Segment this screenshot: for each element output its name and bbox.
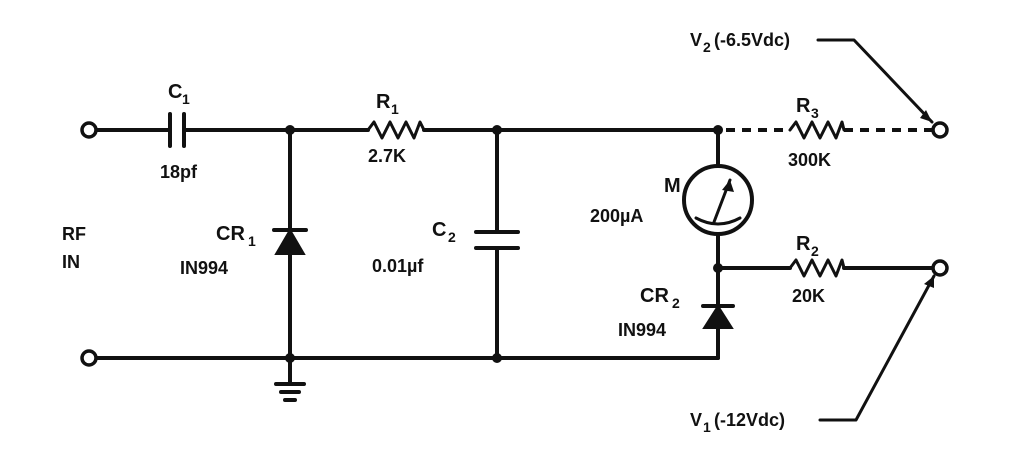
junction-dot xyxy=(285,125,295,135)
svg-text:R: R xyxy=(796,95,811,117)
svg-text:(-12Vdc): (-12Vdc) xyxy=(714,410,785,430)
ground-icon xyxy=(274,382,306,402)
diode-cr1 xyxy=(272,228,308,255)
r3-label: R 3 xyxy=(796,95,819,121)
svg-text:C: C xyxy=(168,81,182,103)
svg-text:(-6.5Vdc): (-6.5Vdc) xyxy=(714,30,790,50)
v2-leader-arrowhead xyxy=(920,110,932,122)
rf-in-terminal-top xyxy=(80,121,98,139)
v2-leader-line xyxy=(816,38,934,124)
svg-text:3: 3 xyxy=(811,105,819,121)
svg-text:1: 1 xyxy=(182,91,190,107)
svg-text:R: R xyxy=(796,233,811,255)
junction-dot xyxy=(492,125,502,135)
meter-label: M xyxy=(664,175,681,197)
diode-cr2 xyxy=(701,304,735,329)
svg-text:R: R xyxy=(376,91,391,113)
svg-text:2: 2 xyxy=(448,229,456,245)
svg-text:1: 1 xyxy=(703,419,711,435)
meter-m xyxy=(682,164,754,236)
v1-label: V 1 (-12Vdc) xyxy=(690,410,785,435)
meter-value: 200µA xyxy=(590,206,643,226)
svg-text:2: 2 xyxy=(672,295,680,311)
svg-text:V: V xyxy=(690,410,702,430)
c2-value: 0.01µf xyxy=(372,256,424,276)
svg-text:CR: CR xyxy=(216,223,245,245)
svg-text:CR: CR xyxy=(640,285,669,307)
v1-terminal xyxy=(931,259,949,277)
resistor-r2 xyxy=(788,258,846,278)
r1-value: 2.7K xyxy=(368,146,406,166)
rf-in-label-line1: RF xyxy=(62,224,86,244)
resistor-r3 xyxy=(788,120,846,140)
capacitor-c1 xyxy=(168,112,186,148)
rf-in-label-line2: IN xyxy=(62,252,80,272)
c1-value: 18pf xyxy=(160,162,198,182)
junction-dot xyxy=(713,263,723,273)
r1-label: R 1 xyxy=(376,91,399,117)
v2-label: V 2 (-6.5Vdc) xyxy=(690,30,790,55)
cr1-part: IN994 xyxy=(180,258,228,278)
junction-dot xyxy=(492,353,502,363)
v1-leader-line xyxy=(818,274,936,422)
junction-dot xyxy=(285,353,295,363)
capacitor-c2 xyxy=(474,230,520,250)
c1-label: C 1 xyxy=(168,81,190,107)
svg-text:2: 2 xyxy=(811,243,819,259)
cr2-label: CR 2 xyxy=(640,285,680,311)
svg-text:1: 1 xyxy=(391,101,399,117)
r3-value: 300K xyxy=(788,150,831,170)
cr2-part: IN994 xyxy=(618,320,666,340)
svg-text:1: 1 xyxy=(248,233,256,249)
v2-terminal xyxy=(931,121,949,139)
cr1-label: CR 1 xyxy=(216,223,256,249)
svg-text:V: V xyxy=(690,30,702,50)
svg-text:2: 2 xyxy=(703,39,711,55)
svg-text:C: C xyxy=(432,219,446,241)
r2-label: R 2 xyxy=(796,233,819,259)
resistor-r1 xyxy=(366,120,426,140)
v1-leader-arrowhead xyxy=(924,276,934,288)
r2-value: 20K xyxy=(792,286,825,306)
rf-in-terminal-bottom xyxy=(80,349,98,367)
junction-dot xyxy=(713,125,723,135)
c2-label: C 2 xyxy=(432,219,456,245)
